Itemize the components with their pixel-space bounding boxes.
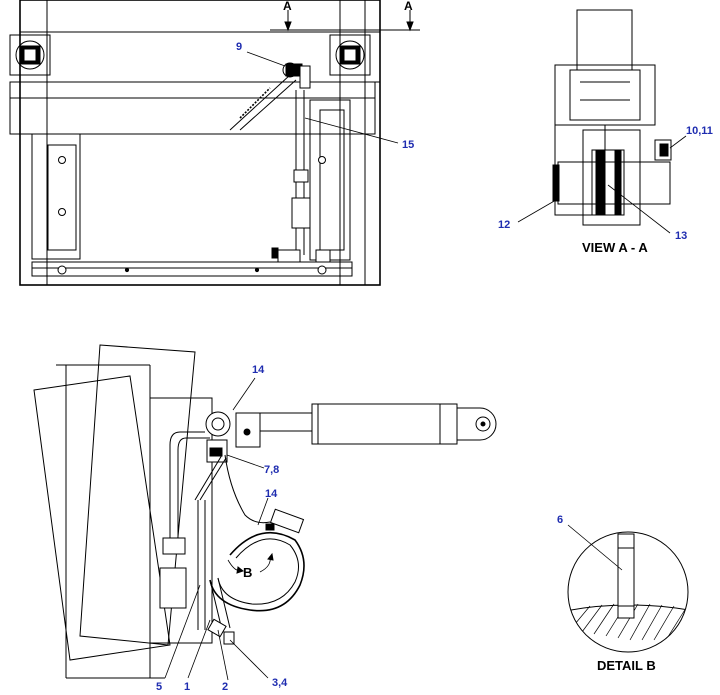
- detail-b: 6 DETAIL B: [557, 514, 689, 673]
- callout-1: 1: [184, 681, 190, 693]
- callout-2: 2: [222, 681, 228, 693]
- section-mark-a-left: A: [283, 0, 292, 13]
- section-mark-a-right: A: [404, 0, 413, 13]
- callout-10-11: 10,11: [686, 125, 713, 137]
- top-left-view: A A 9 15: [9, 0, 420, 286]
- bottom-left-view: B 14 7,8 14 5 1 2 3,4: [33, 344, 497, 693]
- detail-b-label: DETAIL B: [597, 658, 656, 673]
- view-aa: 10,11 12 13 VIEW A - A: [498, 9, 713, 255]
- detail-marker-b: B: [243, 565, 252, 580]
- view-aa-label: VIEW A - A: [582, 240, 648, 255]
- callout-12: 12: [498, 219, 510, 231]
- callout-9: 9: [236, 41, 242, 53]
- callout-14-mid: 14: [265, 488, 278, 500]
- callout-3-4: 3,4: [272, 677, 288, 689]
- callout-14-top: 14: [252, 364, 265, 376]
- callout-6: 6: [557, 514, 563, 526]
- callout-5: 5: [156, 681, 162, 693]
- callout-13: 13: [675, 230, 687, 242]
- callout-7-8: 7,8: [264, 464, 279, 476]
- callout-15: 15: [402, 139, 414, 151]
